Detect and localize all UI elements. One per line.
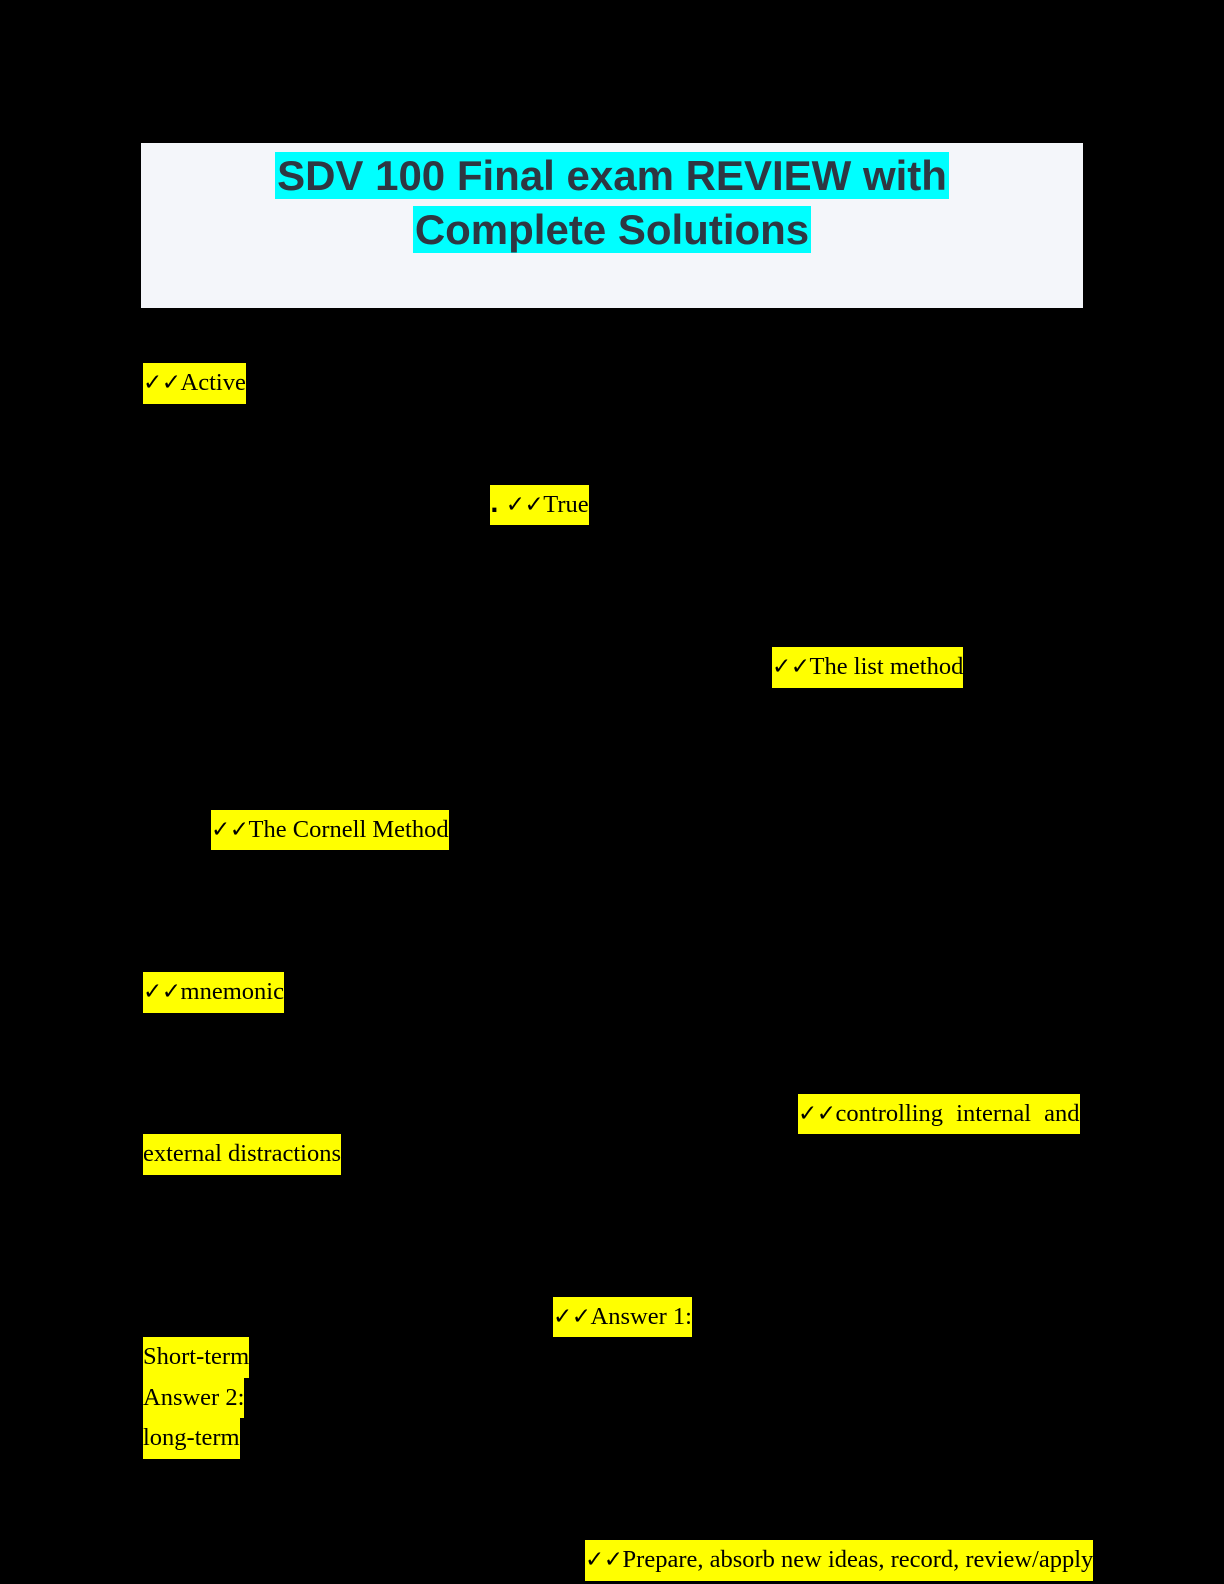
answer-line-distractions-1: ✓✓controlling internal and [143, 1091, 1080, 1135]
answer-active-text: Active [180, 369, 246, 396]
answer-line-list-method: ✓✓The list method [143, 644, 1072, 688]
answer-2-value-text: long-term [143, 1424, 240, 1452]
answer-line-mnemonic: ✓✓mnemonic [143, 969, 1072, 1013]
answer-2-value: long-term [143, 1418, 240, 1460]
spacer-line [143, 1456, 1072, 1497]
title-highlight-line-1: SDV 100 Final exam REVIEW with [275, 152, 949, 199]
spacer-line [143, 401, 1072, 442]
answer-2-label: Answer 2: [143, 1377, 245, 1419]
spacer-line [143, 1253, 1072, 1294]
document-body: ✓✓Active . ✓✓True ✓✓The list method ✓✓Th… [143, 360, 1094, 1581]
answer-line-1-value: Short-term [143, 1334, 1072, 1378]
answer-1-label-text: Answer 1: [590, 1302, 692, 1330]
answer-list-method: ✓✓The list method [772, 647, 964, 688]
spacer-line [143, 522, 1072, 563]
checkmark-icon: ✓✓ [798, 1100, 836, 1127]
answer-1-value-text: Short-term [143, 1343, 250, 1371]
title-panel: SDV 100 Final exam REVIEW with Complete … [141, 143, 1083, 308]
spacer-line [143, 1010, 1072, 1051]
checkmark-icon: ✓✓ [143, 370, 181, 396]
spacer-line [143, 685, 1072, 726]
checkmark-icon: ✓✓ [143, 978, 181, 1005]
document-title-line-1: SDV 100 Final exam REVIEW with [141, 149, 1083, 203]
spacer-line [143, 1497, 1072, 1538]
answer-mnemonic-text: mnemonic [180, 977, 284, 1005]
spacer-line [143, 888, 1072, 929]
answer-line-distractions-2: external distractions [143, 1131, 1072, 1175]
answer-prepare: ✓✓Prepare, absorb new ideas, record, rev… [585, 1540, 1094, 1581]
answer-list-method-text: The list method [809, 653, 964, 681]
spacer-line [143, 604, 1072, 645]
answer-distractions-part2-text: external distractions [143, 1140, 341, 1168]
answer-2-label-text: Answer 2: [143, 1383, 245, 1411]
spacer-line [143, 563, 1072, 604]
spacer-line [143, 928, 1072, 969]
answer-mnemonic: ✓✓mnemonic [143, 971, 284, 1013]
answer-line-active: ✓✓Active [143, 360, 1072, 404]
spacer-line [143, 847, 1072, 888]
checkmark-icon: ✓✓ [211, 816, 249, 843]
spacer-line [143, 1212, 1072, 1253]
spacer-line [143, 1172, 1072, 1213]
answer-distractions-part1-text: controlling internal and [835, 1099, 1080, 1127]
spacer-line [143, 1050, 1072, 1091]
answer-prepare-text: Prepare, absorb new ideas, record, revie… [622, 1546, 1094, 1574]
answer-true-text: True [543, 490, 589, 518]
checkmark-icon: ✓✓ [772, 654, 810, 681]
checkmark-icon: ✓✓ [585, 1547, 623, 1574]
checkmark-icon: . ✓✓ [490, 491, 544, 518]
answer-line-cornell: ✓✓The Cornell Method [143, 807, 1072, 851]
spacer-line [143, 725, 1072, 766]
answer-line-2-value: long-term [143, 1415, 1072, 1460]
spacer-line [143, 441, 1072, 482]
answer-line-true: . ✓✓True [143, 482, 1072, 526]
answer-active: ✓✓Active [143, 363, 246, 404]
answer-line-prepare: ✓✓Prepare, absorb new ideas, record, rev… [143, 1537, 1094, 1581]
answer-line-1-label: ✓✓Answer 1: [143, 1294, 1072, 1338]
answer-true: . ✓✓True [490, 484, 589, 526]
answer-distractions-part1: ✓✓controlling internal and [798, 1093, 1080, 1135]
answer-line-2-label: Answer 2: [143, 1375, 1072, 1419]
answer-1-label: ✓✓Answer 1: [553, 1296, 692, 1338]
document-title-line-2: Complete Solutions [141, 203, 1083, 257]
spacer-line [143, 766, 1072, 807]
answer-cornell: ✓✓The Cornell Method [211, 809, 449, 851]
answer-distractions-part2: external distractions [143, 1134, 341, 1175]
title-highlight-line-2: Complete Solutions [412, 206, 812, 253]
checkmark-icon: ✓✓ [553, 1303, 591, 1330]
answer-cornell-text: The Cornell Method [248, 815, 449, 843]
answer-1-value: Short-term [143, 1337, 250, 1378]
